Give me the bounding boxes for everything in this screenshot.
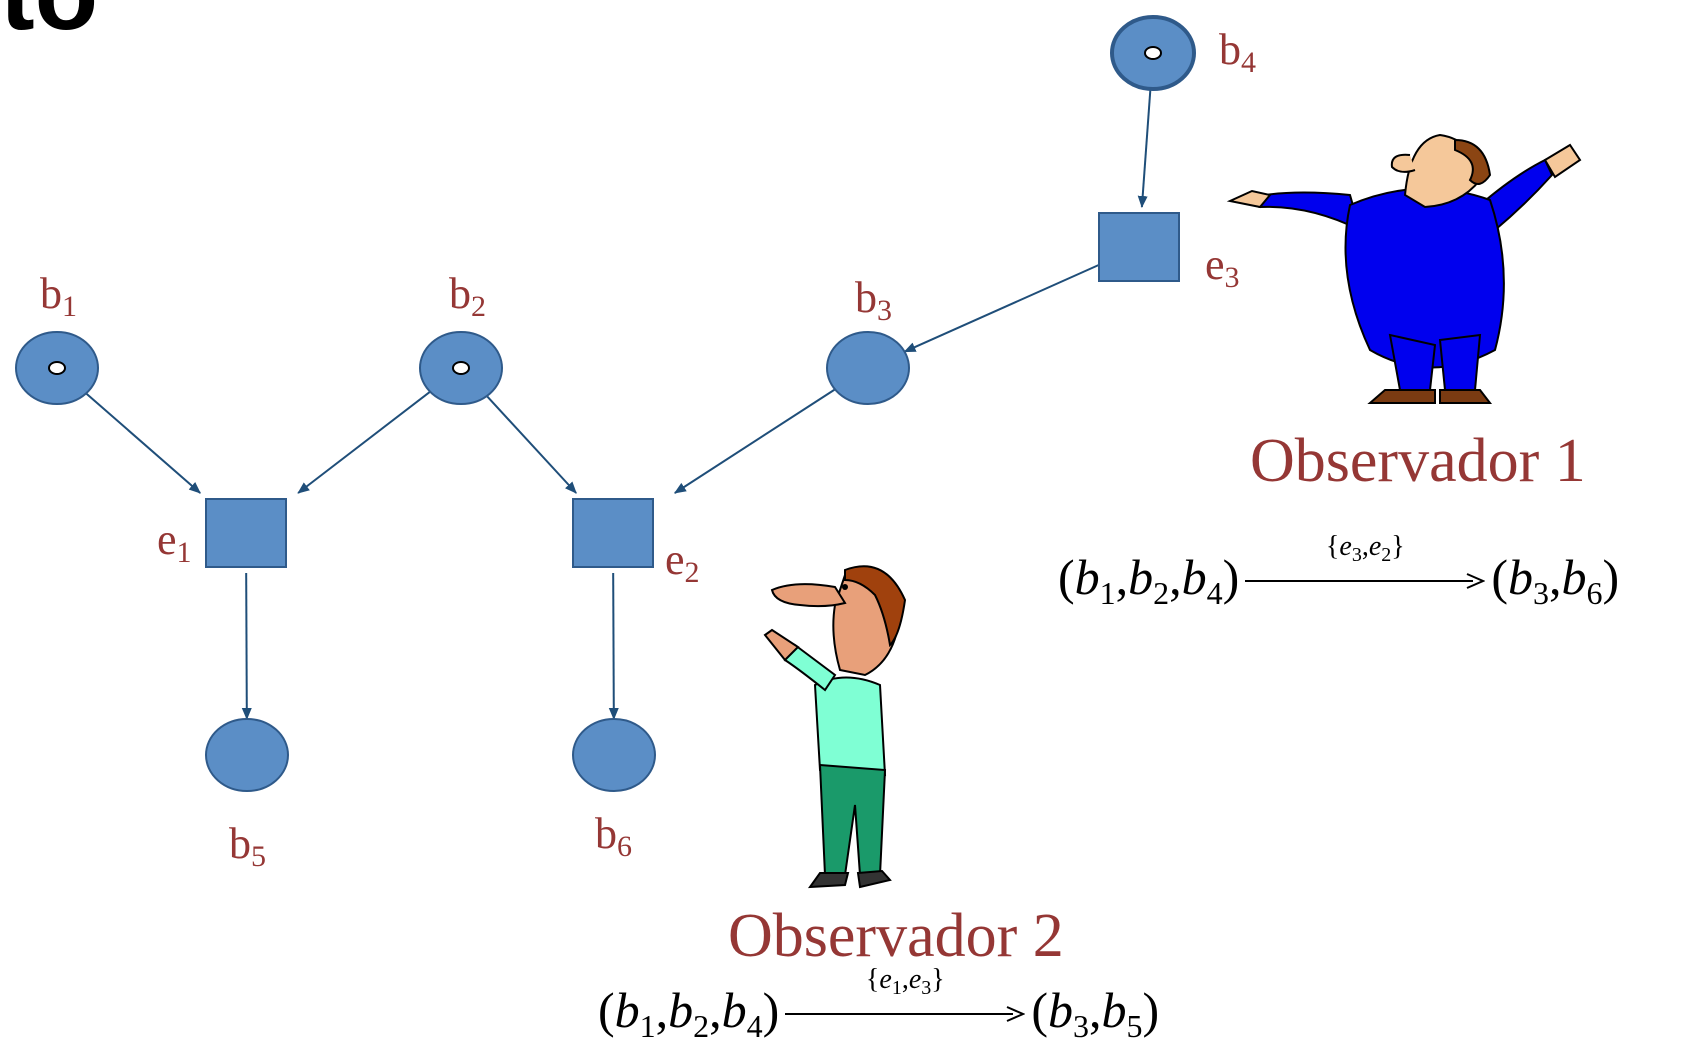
label-b3: b3 [855, 273, 892, 327]
transition-e3 [1098, 212, 1180, 282]
transition-e2 [572, 498, 654, 568]
token-b4 [1144, 46, 1162, 60]
observer-2-title: Observador 2 [728, 902, 1064, 970]
observer-2-figure [763, 565, 907, 889]
transition-e1 [205, 498, 287, 568]
observer-2-formula: (b1,b2,b4) {e1,e3} (b3,b5) [598, 963, 1160, 1044]
arcs [85, 88, 1152, 721]
transition-arrow: {e3,e2} [1245, 532, 1486, 591]
arc-b4-e3 [1137, 88, 1152, 208]
arc-e1-b5 [241, 572, 252, 721]
observer-1-title: Observador 1 [1250, 427, 1586, 495]
label-e3: e3 [1205, 240, 1240, 294]
transition-arrow: {e1,e3} [785, 965, 1026, 1024]
place-b5 [205, 718, 289, 792]
observer-1-formula: (b1,b2,b4) {e3,e2} (b3,b6) [1058, 530, 1620, 611]
observer-1-figure [1226, 133, 1582, 404]
arc-b1-e1 [85, 392, 201, 494]
label-b2: b2 [449, 269, 486, 323]
nodes [15, 15, 1196, 792]
label-e1: e1 [157, 515, 192, 569]
place-b3 [826, 331, 910, 405]
label-b5: b5 [229, 819, 266, 873]
token-b1 [48, 361, 66, 375]
place-b6 [572, 718, 656, 792]
label-b1: b1 [40, 269, 77, 323]
arc-e3-b3 [903, 263, 1100, 353]
arc-b2-e1 [297, 390, 431, 494]
token-b2 [452, 361, 470, 375]
label-e2: e2 [665, 535, 700, 589]
label-b6: b6 [595, 809, 632, 863]
arc-b3-e2 [673, 388, 836, 494]
arc-e2-b6 [608, 572, 619, 721]
slide-title-fragment: to [0, 0, 98, 46]
arc-b2-e2 [486, 395, 577, 494]
label-b4: b4 [1219, 25, 1256, 79]
